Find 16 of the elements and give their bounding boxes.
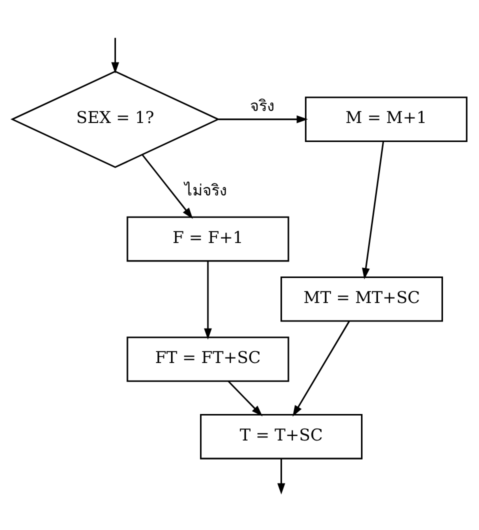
arrow [277, 458, 286, 494]
arrow [292, 320, 350, 417]
arrow [204, 261, 212, 340]
arrow [111, 38, 120, 74]
arrow [228, 380, 263, 416]
arrow [362, 141, 384, 280]
node-box: T = T+SC [200, 414, 363, 460]
node-box: F = F+1 [126, 216, 290, 262]
node-box: MT = MT+SC [280, 276, 443, 322]
node-diamond: SEX = 1? [10, 70, 220, 168]
arrow [218, 115, 308, 124]
node-box: FT = FT+SC [126, 336, 290, 382]
arrow [142, 154, 193, 219]
node-box: M = M+1 [304, 96, 468, 142]
edge-label: จริง [250, 97, 274, 116]
edge-label: ไม่จริง [184, 182, 226, 200]
